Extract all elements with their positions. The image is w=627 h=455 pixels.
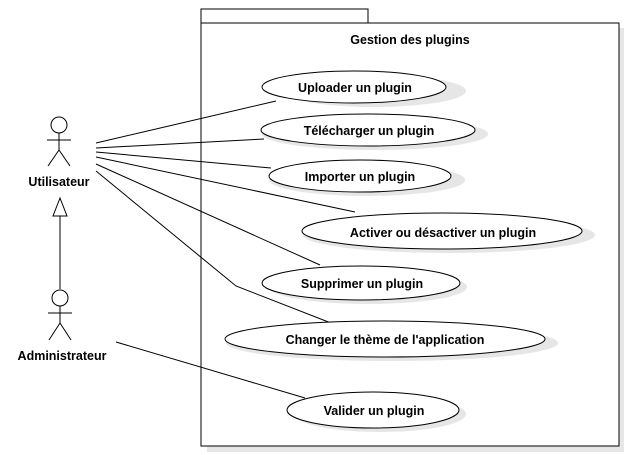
use-case-uploader[interactable]: Uploader un plugin (261, 70, 466, 107)
stick-figure-icon (48, 289, 72, 341)
use-case-telecharger[interactable]: Télécharger un plugin (260, 113, 488, 150)
actor-utilisateur[interactable]: Utilisateur (28, 116, 90, 189)
actor-label: Administrateur (18, 349, 107, 363)
actor-administrateur[interactable]: Administrateur (18, 289, 107, 363)
stick-figure-icon (47, 116, 71, 167)
package-tab (200, 8, 369, 24)
association-changer-theme (95, 170, 332, 324)
use-case-supprimer[interactable]: Supprimer un plugin (261, 265, 467, 304)
use-case-label: Activer ou désactiver un plugin (350, 226, 536, 240)
use-case-activer[interactable]: Activer ou désactiver un plugin (301, 212, 595, 253)
use-case-label: Télécharger un plugin (304, 124, 435, 138)
use-case-importer[interactable]: Importer un plugin (268, 159, 465, 196)
association-valider (115, 341, 306, 399)
use-case-label: Changer le thème de l'application (286, 333, 485, 347)
association-supprimer (95, 163, 321, 266)
use-case-label: Uploader un plugin (298, 81, 412, 95)
use-case-label: Supprimer un plugin (301, 277, 423, 291)
association-telecharger (95, 138, 265, 149)
actor-label: Utilisateur (28, 175, 89, 189)
use-case-changer-theme[interactable]: Changer le thème de l'application (224, 320, 558, 361)
use-case-valider[interactable]: Valider un plugin (286, 391, 466, 432)
package-title: Gestion des plugins (350, 33, 470, 47)
generalization-arrow (52, 196, 68, 289)
association-importer (95, 151, 272, 169)
association-uploader (95, 100, 277, 144)
association-activer (95, 156, 356, 213)
use-case-label: Importer un plugin (305, 170, 415, 184)
associations (95, 100, 356, 399)
use-case-label: Valider un plugin (324, 404, 425, 418)
